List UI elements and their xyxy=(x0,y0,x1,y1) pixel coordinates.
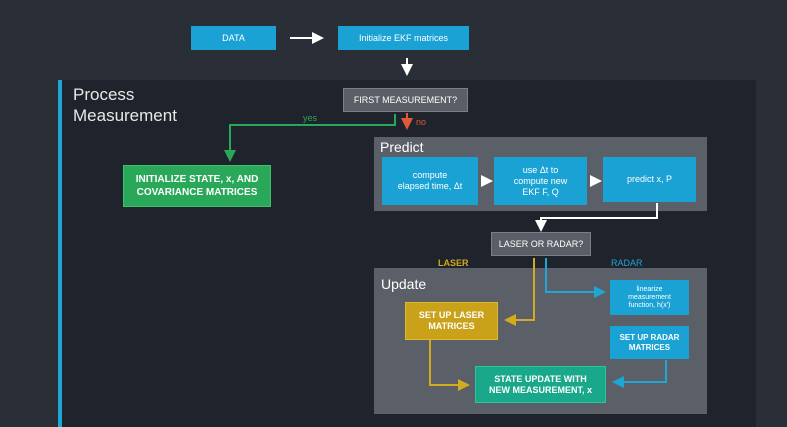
predict-title: Predict xyxy=(380,139,424,155)
linearize-measurement-box: linearize measurement function, h(x') xyxy=(610,280,689,315)
setup-radar-matrices-box: SET UP RADAR MATRICES xyxy=(610,326,689,359)
process-measurement-title: Process Measurement xyxy=(73,85,177,125)
radar-label: RADAR xyxy=(611,258,643,268)
yes-label: yes xyxy=(303,113,318,123)
no-label: no xyxy=(416,117,427,127)
setup-laser-matrices-box: SET UP LASER MATRICES xyxy=(405,302,498,340)
laser-or-radar-decision: LASER OR RADAR? xyxy=(491,232,591,256)
state-update-box: STATE UPDATE WITH NEW MEASUREMENT, x xyxy=(475,366,606,403)
update-title: Update xyxy=(381,276,427,292)
initialize-state-box: INITIALIZE STATE, x, AND COVARIANCE MATR… xyxy=(123,165,271,207)
data-box: DATA xyxy=(191,26,276,50)
panel-accent-bar xyxy=(58,80,62,427)
compute-elapsed-time-box: compute elapsed time, Δt xyxy=(382,157,478,205)
laser-label: LASER xyxy=(438,258,469,268)
compute-f-q-box: use Δt to compute new EKF F, Q xyxy=(494,157,587,205)
first-measurement-decision: FIRST MEASUREMENT? xyxy=(343,88,468,112)
initialize-ekf-box: Initialize EKF matrices xyxy=(338,26,469,50)
predict-x-p-box: predict x, P xyxy=(603,157,696,202)
